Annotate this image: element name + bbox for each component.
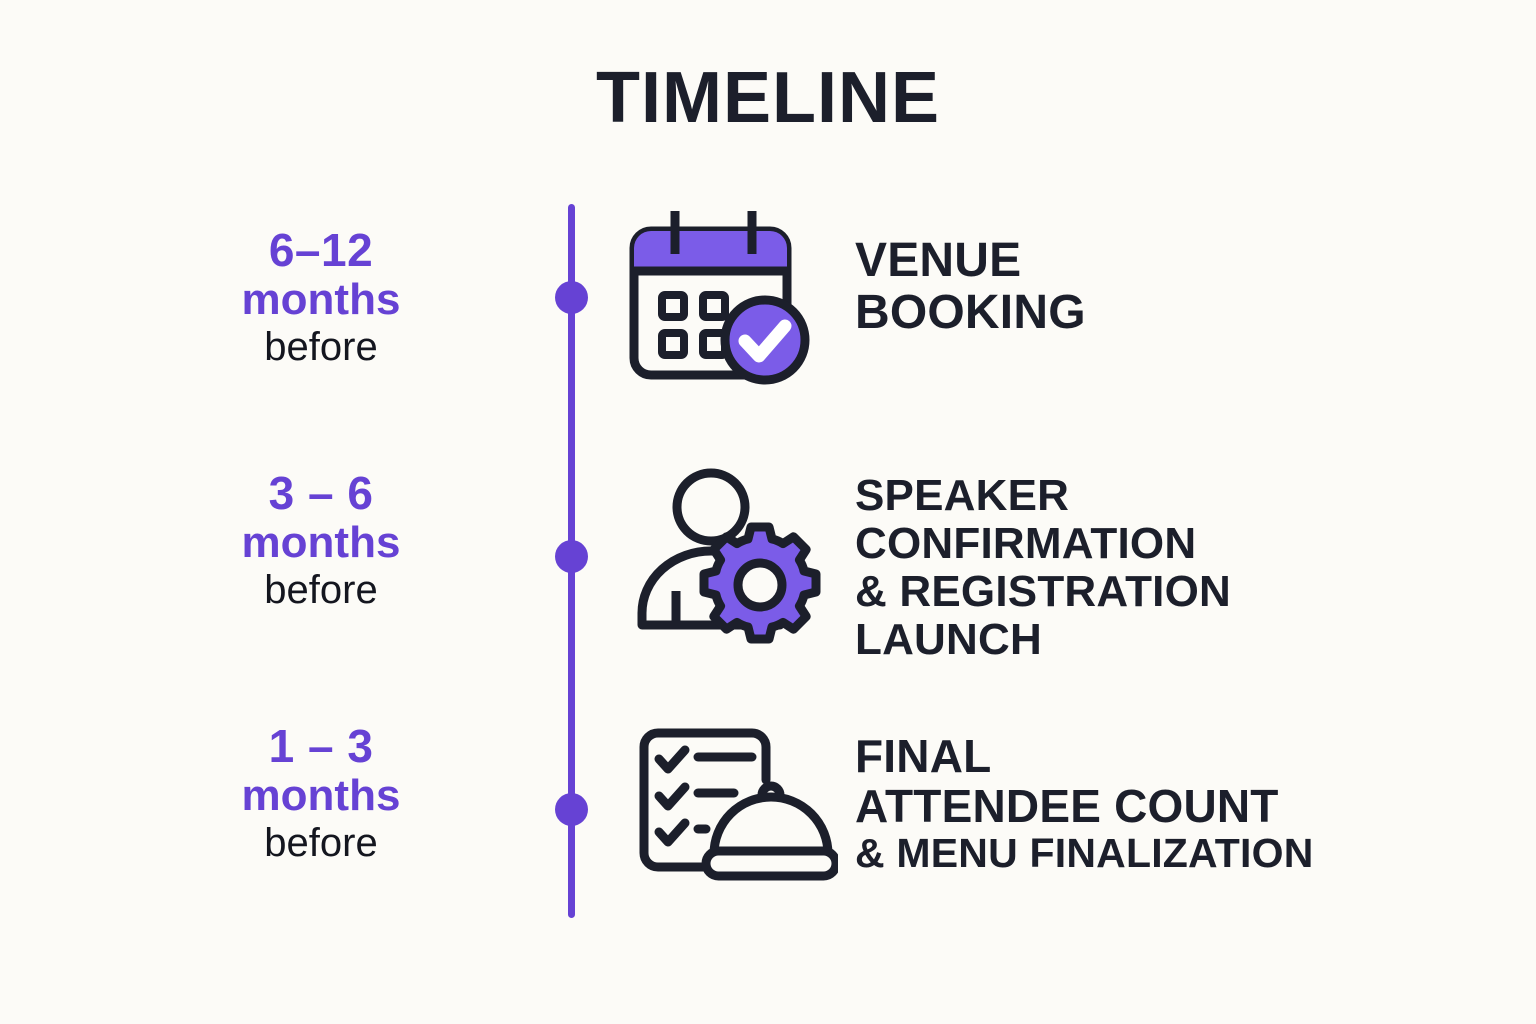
headline-line: VENUE xyxy=(855,234,1022,287)
time-unit-2: months xyxy=(241,517,401,567)
time-qualifier-1: before xyxy=(264,324,378,369)
time-qualifier-2: before xyxy=(264,567,378,612)
checklist-cloche-icon xyxy=(628,718,843,903)
time-label-2: 3 – 6 months before xyxy=(171,470,471,611)
speaker-gear-icon xyxy=(628,465,843,650)
headline-line: & REGISTRATION xyxy=(855,566,1231,616)
page-title: TIMELINE xyxy=(596,58,940,138)
time-range-1: 6–12 xyxy=(268,224,374,276)
headline-line: & MENU FINALIZATION xyxy=(855,830,1314,877)
calendar-check-icon xyxy=(628,209,843,394)
time-unit-3: months xyxy=(241,770,401,820)
time-range-3: 1 – 3 xyxy=(268,720,374,772)
entry-headline-1: VENUE BOOKING xyxy=(855,234,1495,340)
entry-headline-3: FINAL ATTENDEE COUNT & MENU FINALIZATION xyxy=(855,731,1495,876)
headline-line: SPEAKER xyxy=(855,471,1070,520)
time-qualifier-3: before xyxy=(264,820,378,865)
headline-line: BOOKING xyxy=(855,286,1086,340)
headline-line: CONFIRMATION xyxy=(855,518,1197,568)
timeline-marker-dot-2 xyxy=(555,540,588,573)
headline-line: FINAL xyxy=(855,730,992,782)
time-label-3: 1 – 3 months before xyxy=(171,723,471,864)
headline-line: ATTENDEE COUNT xyxy=(855,780,1279,833)
time-label-1: 6–12 months before xyxy=(171,227,471,368)
headline-line: LAUNCH xyxy=(855,614,1042,664)
timeline-marker-dot-1 xyxy=(555,281,588,314)
timeline-marker-dot-3 xyxy=(555,793,588,826)
time-unit-1: months xyxy=(241,274,401,324)
entry-headline-2: SPEAKER CONFIRMATION & REGISTRATION LAUN… xyxy=(855,472,1495,664)
time-range-2: 3 – 6 xyxy=(268,467,374,519)
